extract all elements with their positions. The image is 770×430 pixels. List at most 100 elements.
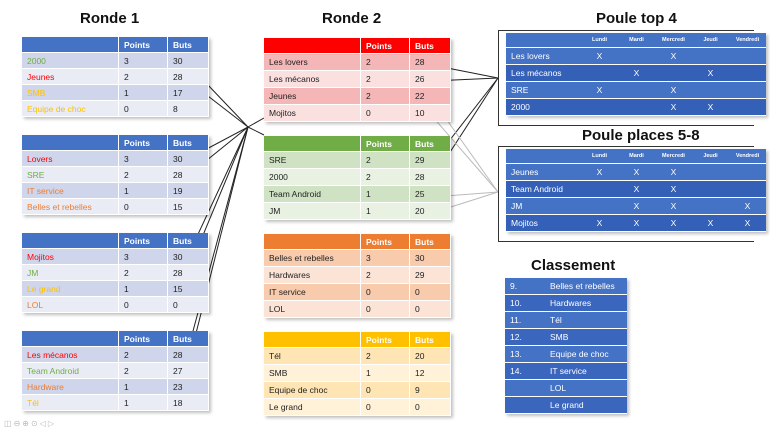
team-name: SMB <box>22 84 119 101</box>
rank-number: 12. <box>505 328 545 346</box>
team-name: Les lovers <box>506 47 581 65</box>
table-row: 14.IT service <box>505 362 627 380</box>
rank-number: 10. <box>505 294 545 312</box>
team-name: JM <box>22 264 119 281</box>
team-name: Lovers <box>22 150 119 167</box>
table-row: 9.Belles et rebelles <box>505 278 627 295</box>
table-row: Le grand <box>505 396 627 414</box>
col-buts: Buts <box>167 135 209 151</box>
connector-line-grey <box>431 115 499 193</box>
table-row: LOL <box>505 379 627 397</box>
day-vendredi: Vendredi <box>729 149 766 164</box>
prev-icon[interactable]: ◁ <box>39 419 48 428</box>
team-name: Team Android <box>22 362 119 379</box>
heading-poule-places-5-8: Poule places 5-8 <box>582 127 700 144</box>
zoom-in-icon[interactable]: ⊕ <box>22 419 31 428</box>
table-row: 13.Equipe de choc <box>505 345 627 363</box>
day-lundi: Lundi <box>581 33 618 48</box>
col-points: Points <box>360 38 410 54</box>
team-name: Team Android <box>264 185 361 203</box>
minus-icon[interactable]: ⊖ <box>13 419 23 428</box>
rank-number: 14. <box>505 362 545 380</box>
team-name: IT service <box>264 283 361 301</box>
day-jeudi: Jeudi <box>692 149 729 164</box>
team-name: 2000 <box>264 168 361 186</box>
col-points: Points <box>118 331 168 347</box>
col-buts: Buts <box>409 234 451 250</box>
team-name: Les lovers <box>264 53 361 71</box>
team-name: Belles et rebelles <box>22 198 119 215</box>
grid-icon[interactable]: ◫ <box>4 419 14 428</box>
team-name: IT service <box>545 362 627 380</box>
team-name: Le grand <box>264 398 361 416</box>
rank-number <box>505 396 545 414</box>
poule-top4-table: Lundi Mardi Mercredi Jeudi Vendredi Les … <box>506 33 766 116</box>
team-name: LOL <box>545 379 627 397</box>
next-icon[interactable]: ▷ <box>47 419 56 428</box>
day-mercredi: Mercredi <box>655 149 692 164</box>
heading-ronde-2: Ronde 2 <box>322 10 382 27</box>
fit-icon[interactable]: ⊙ <box>30 419 40 428</box>
bracket-places58 <box>498 146 754 242</box>
team-name: Mojitos <box>264 104 361 122</box>
heading-poule-top-4: Poule top 4 <box>596 10 677 27</box>
team-name: SRE <box>506 81 581 99</box>
team-name: 2000 <box>22 52 119 69</box>
day-mardi: Mardi <box>618 33 655 48</box>
rank-number: 11. <box>505 311 545 329</box>
team-name: Tél <box>22 394 119 411</box>
team-name: Les mécanos <box>264 70 361 88</box>
team-name: SRE <box>22 166 119 183</box>
col-buts: Buts <box>167 331 209 347</box>
col-buts: Buts <box>167 233 209 249</box>
col-points: Points <box>118 37 168 53</box>
rank-number <box>505 379 545 397</box>
team-name: Jeunes <box>22 68 119 85</box>
team-name: LOL <box>264 300 361 318</box>
team-name: Mojitos <box>22 248 119 265</box>
connector-line <box>247 117 265 128</box>
team-name: LOL <box>22 296 119 313</box>
table-row: 11.Tél <box>505 311 627 329</box>
poule-places58-table: Lundi Mardi Mercredi Jeudi Vendredi Jeun… <box>506 149 766 232</box>
table-row: 12.SMB <box>505 328 627 346</box>
team-name: Hardwares <box>264 266 361 284</box>
team-name: Le grand <box>22 280 119 297</box>
team-name: JM <box>264 202 361 220</box>
heading-ronde-1: Ronde 1 <box>80 10 140 27</box>
team-name: Hardware <box>22 378 119 395</box>
team-name: Tél <box>264 347 361 365</box>
bracket-top4 <box>498 30 754 126</box>
team-name: Equipe de choc <box>545 345 627 363</box>
team-name: Mojitos <box>506 214 581 232</box>
table-row: 10.Hardwares <box>505 294 627 312</box>
team-name: Jeunes <box>506 163 581 181</box>
